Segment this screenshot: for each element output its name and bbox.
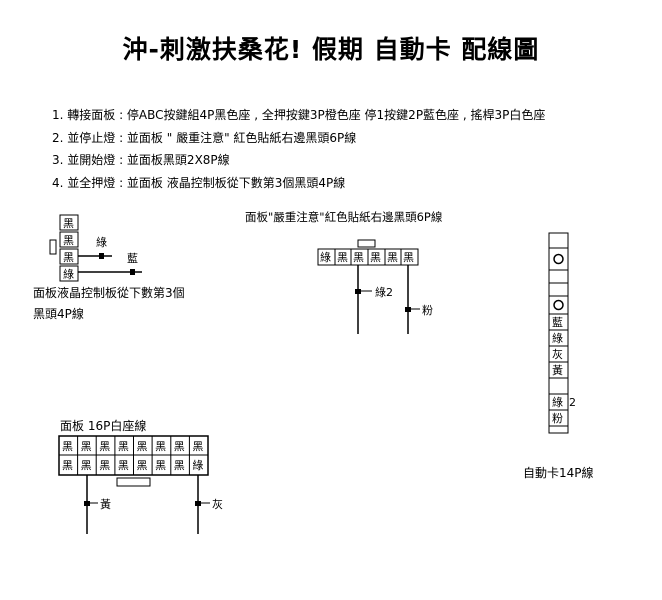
mounting-hole-icon (553, 299, 564, 311)
pin-label: 藍 (552, 316, 563, 329)
pin-label: 黑 (155, 459, 166, 472)
pin-label: 綠 (320, 251, 331, 264)
pin-suffix: 2 (569, 396, 576, 409)
pin-label: 黑 (81, 440, 92, 453)
pin-label: 黑 (63, 251, 74, 264)
wire-label-pink: 粉 (422, 304, 433, 317)
instruction-item: 3. 並開始燈 : 並面板黑頭2X8P線 (52, 153, 230, 167)
pin-label: 黑 (155, 440, 166, 453)
connector-14p: 藍 綠 灰 黃 綠 粉 2 (548, 232, 576, 434)
pin-label: 粉 (552, 412, 563, 425)
pin-label: 黑 (174, 440, 185, 453)
pin-cell (59, 265, 79, 282)
wire-label-gray: 灰 (212, 497, 223, 511)
pin-label: 黑 (353, 251, 364, 264)
connector-6p-caption: 面板"嚴重注意"紅色貼紙右邊黑頭6P線 (245, 210, 443, 224)
pin-label: 黑 (370, 251, 381, 264)
pin-label: 黑 (137, 440, 148, 453)
pin-label: 綠 (552, 332, 563, 345)
mounting-hole-icon (553, 253, 564, 265)
wire-label-blue: 藍 (127, 252, 138, 265)
latch-tab (116, 477, 151, 487)
pin-label: 灰 (552, 347, 563, 361)
pin-label: 黑 (63, 234, 74, 247)
pin-label: 綠 (63, 268, 74, 281)
connector-4p-caption-line2: 黑頭4P線 (33, 307, 84, 321)
pin-label: 綠 (192, 459, 203, 472)
pin-label: 黑 (337, 251, 348, 264)
pin-label: 黑 (403, 251, 414, 264)
pin-label: 黑 (99, 440, 110, 453)
pin-label: 黑 (387, 251, 398, 264)
pin-label: 黑 (81, 459, 92, 472)
pin-label: 綠 (552, 396, 563, 409)
pin-label: 黑 (192, 440, 203, 453)
wire-label-green-2: 綠2 (375, 286, 393, 299)
pin-label: 黑 (174, 459, 185, 472)
pin-label: 黑 (118, 440, 129, 453)
pin-cell (59, 231, 79, 248)
page-title: 沖-刺激扶桑花! 假期 自動卡 配線圖 (122, 35, 540, 64)
connector-16p: 黑 黑 黑 黑 黑 黑 黑 黑 黑 黑 黑 黑 黑 黑 黑 綠 黃 灰 (58, 435, 223, 534)
connector-14p-caption: 自動卡14P線 (523, 466, 594, 480)
latch-tab (357, 239, 376, 248)
instruction-item: 1. 轉接面板 : 停ABC按鍵組4P黑色座 , 全押按鍵3P橙色座 停1按鍵2… (52, 108, 546, 122)
connector-4p-caption-line1: 面板液晶控制板從下數第3個 (33, 286, 185, 300)
pin-label: 黑 (118, 459, 129, 472)
pin-label: 黑 (62, 440, 73, 453)
pin-cell (59, 214, 79, 231)
wire-tap-marker (130, 269, 135, 275)
connector-4p: 黑 黑 黑 綠 綠 藍 (49, 214, 142, 282)
pin-label: 黑 (137, 459, 148, 472)
pin-label: 黑 (62, 459, 73, 472)
instruction-item: 4. 並全押燈 : 並面板 液晶控制板從下數第3個黑頭4P線 (52, 175, 346, 190)
wire-tap-marker (99, 253, 104, 259)
latch-tab (49, 239, 57, 255)
instruction-list: 1. 轉接面板 : 停ABC按鍵組4P黑色座 , 全押按鍵3P橙色座 停1按鍵2… (52, 104, 545, 194)
pin-label: 黃 (552, 364, 563, 377)
connector-16p-caption: 面板 16P白座線 (60, 419, 147, 433)
wire-label-green: 綠 (96, 236, 107, 249)
pin-label: 黑 (99, 459, 110, 472)
connector-6p: 綠 黑 黑 黑 黑 黑 綠2 粉 (317, 239, 433, 334)
instruction-item: 2. 並停止燈 : 並面板 " 嚴重注意" 紅色貼紙右邊黑頭6P線 (52, 130, 357, 145)
wire-label-yellow: 黃 (100, 498, 111, 511)
pin-label: 黑 (63, 217, 74, 230)
